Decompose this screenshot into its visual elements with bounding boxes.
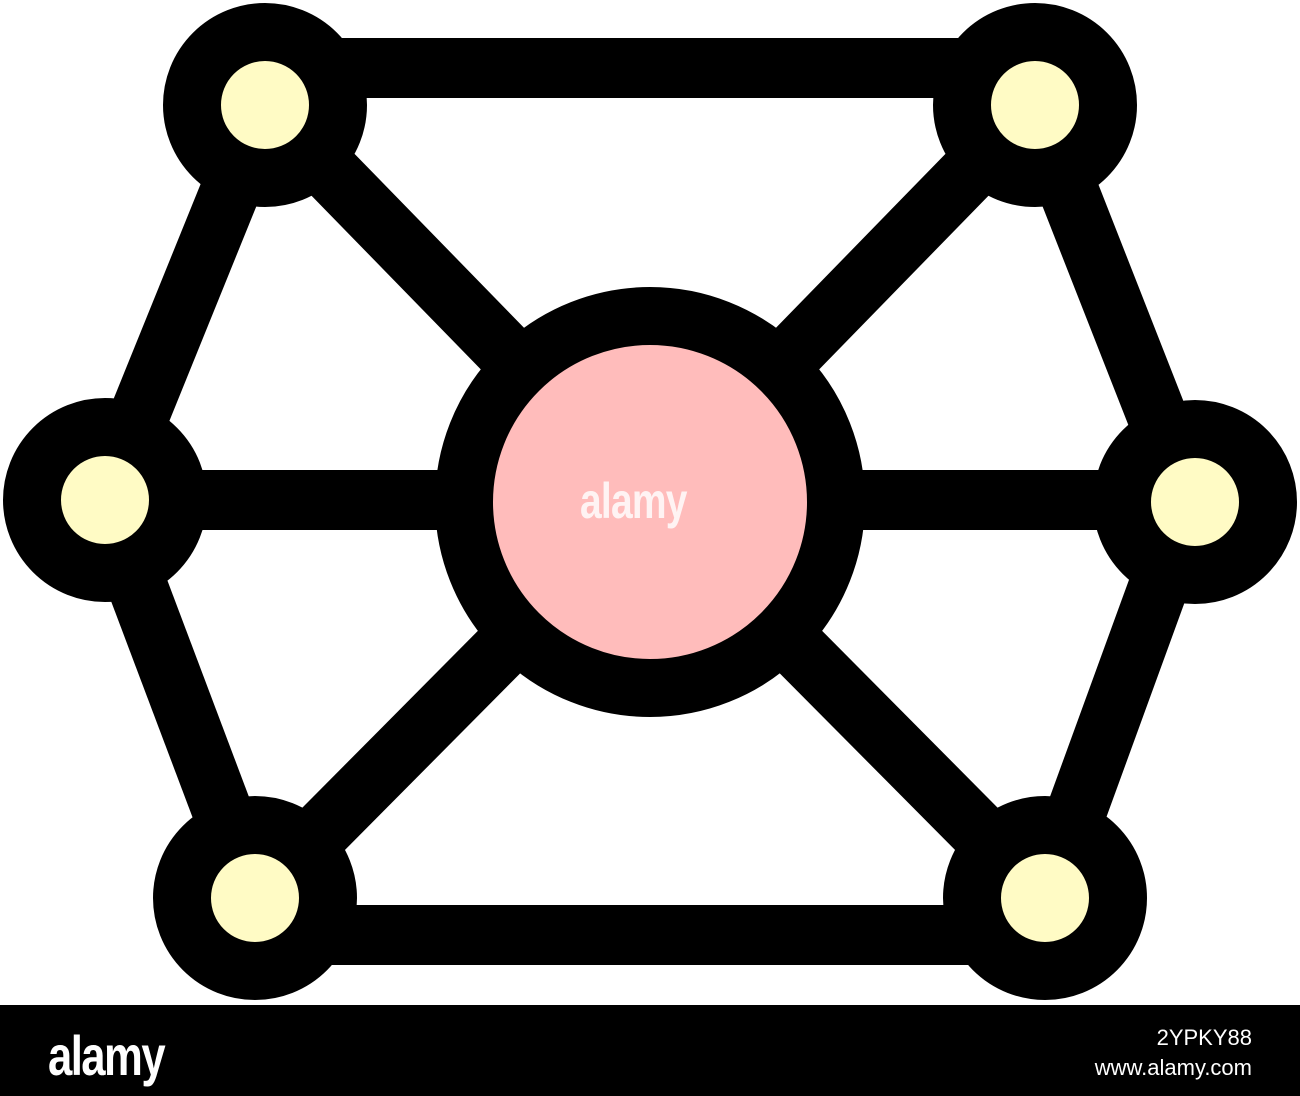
footer-url: www.alamy.com [1094,1055,1252,1080]
image-id: 2YPKY88 [1156,1025,1252,1050]
footer-bar: alamy 2YPKY88 www.alamy.com [0,1005,1300,1096]
outer-nodes [3,3,1297,1000]
node-top-right [933,3,1137,207]
hub-node [435,287,865,717]
node-bottom-left [153,796,357,1000]
node-right [1093,400,1297,604]
node-left [3,398,207,602]
network-hub-icon [3,3,1297,1000]
node-bottom-right [943,796,1147,1000]
node-top-left [163,3,367,207]
footer-logo: alamy [48,1024,166,1087]
